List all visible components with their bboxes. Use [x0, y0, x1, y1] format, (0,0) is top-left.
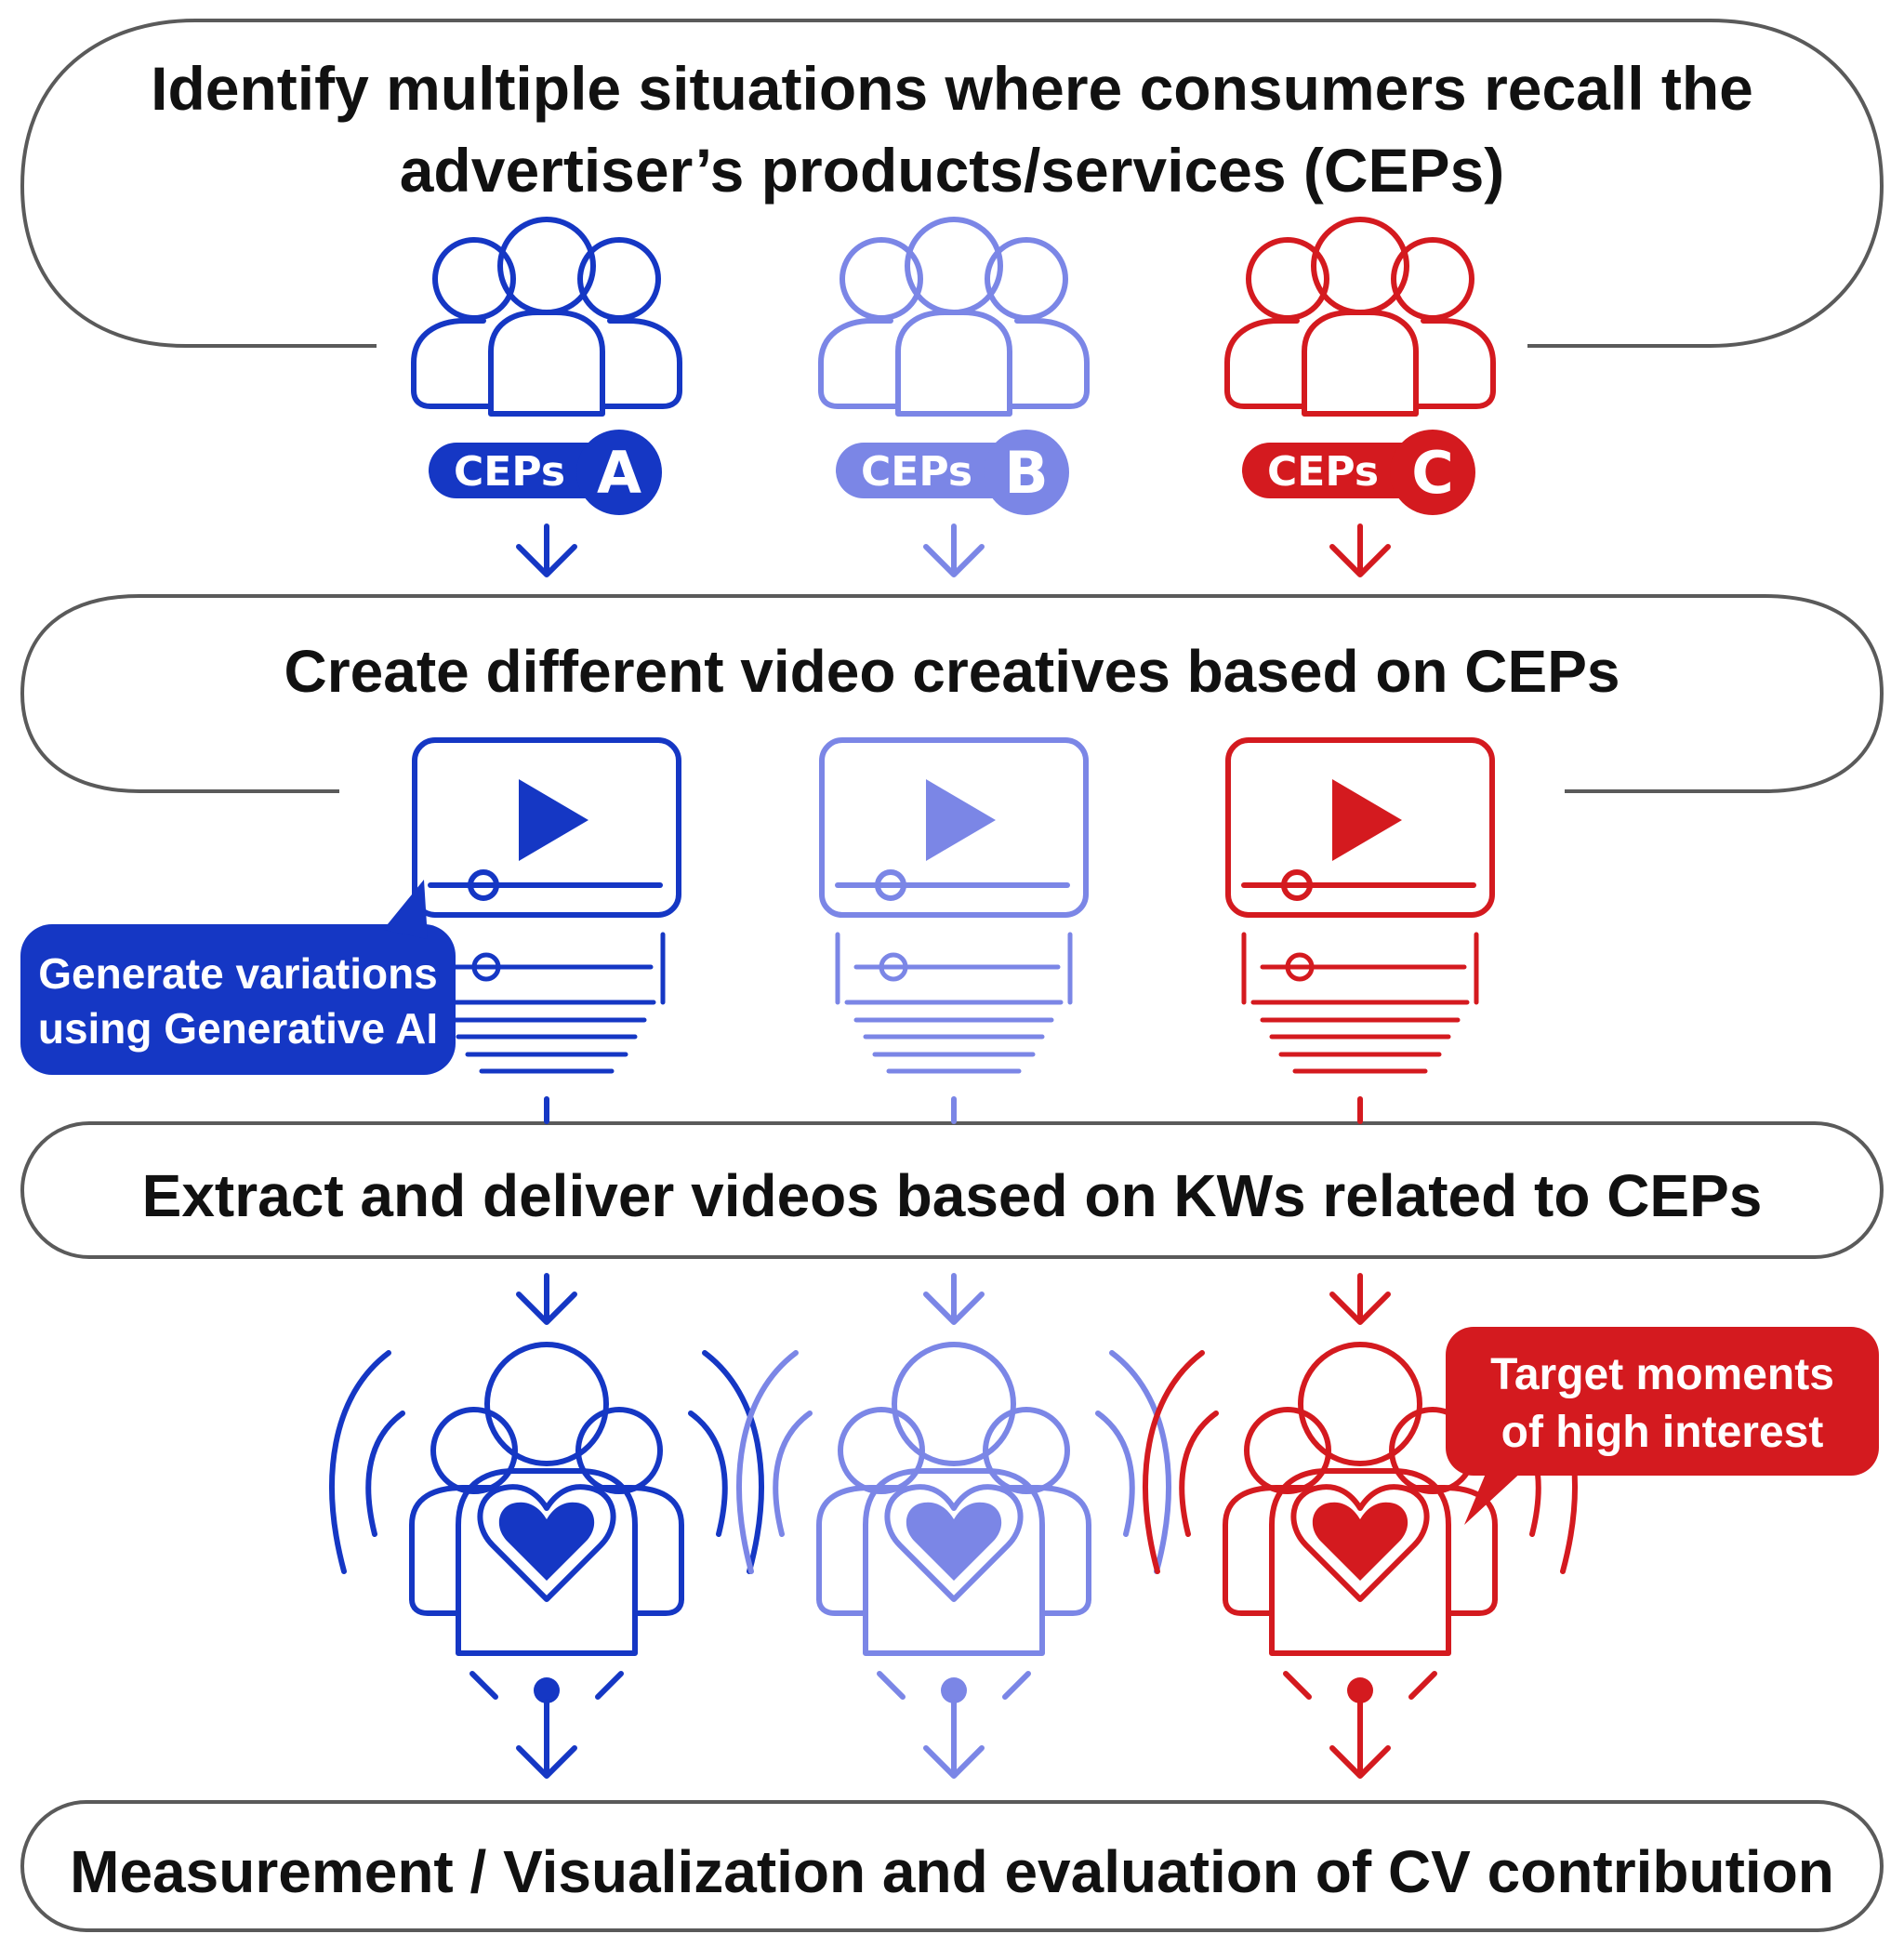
- step4-title: Measurement / Visualization and evaluati…: [70, 1838, 1834, 1905]
- cep-badge-prefix: CEPs: [454, 448, 565, 496]
- step4-container: [20, 1800, 1884, 1932]
- person-heart-icon: [736, 1342, 1171, 1700]
- video-player-icon: [1225, 737, 1495, 918]
- video-variations-stack-icon: [1241, 932, 1479, 1074]
- cep-badge-letter: B: [1004, 439, 1048, 507]
- video-variations-stack-icon: [835, 932, 1073, 1074]
- video-player-icon: [819, 737, 1089, 918]
- arrow-down-icon: [516, 1096, 577, 1325]
- cep-badge-prefix: CEPs: [861, 448, 972, 496]
- arrow-down-icon: [923, 1677, 985, 1779]
- person-heart-icon: [1143, 1342, 1578, 1700]
- step1-container: [20, 19, 1884, 348]
- step3-title: Extract and deliver videos based on KWs …: [142, 1162, 1763, 1229]
- step1-title-line2: advertiser’s products/services (CEPs): [400, 136, 1505, 205]
- cep-badge-letter: A: [597, 439, 641, 507]
- video-player-icon: [412, 737, 681, 918]
- cep-badge: CEPs A: [429, 430, 662, 515]
- arrow-down-icon: [1329, 523, 1391, 577]
- callout-generative-ai-line2: using Generative AI: [38, 1004, 438, 1053]
- callout-target-moments-line1: Target moments: [1490, 1350, 1834, 1399]
- people-group-icon: [1224, 217, 1496, 417]
- column-cep-c: CEPs C: [1143, 217, 1578, 1779]
- cep-badge: CEPs B: [836, 430, 1069, 515]
- arrow-down-icon: [516, 523, 577, 577]
- arrow-down-icon: [923, 523, 985, 577]
- callout-generative-ai-line1: Generate variations: [38, 949, 438, 998]
- callout-target-moments: Target moments of high interest: [1446, 1327, 1879, 1525]
- person-heart-icon: [329, 1342, 764, 1700]
- column-cep-b: CEPs B: [736, 217, 1171, 1779]
- step2-container: [20, 594, 1884, 793]
- arrow-down-icon: [1329, 1677, 1391, 1779]
- arrow-down-icon: [923, 1096, 985, 1325]
- cep-badge-prefix: CEPs: [1267, 448, 1379, 496]
- people-group-icon: [411, 217, 682, 417]
- arrow-down-icon: [516, 1677, 577, 1779]
- people-group-icon: [818, 217, 1090, 417]
- column-cep-a: CEPs A: [329, 217, 764, 1779]
- callout-target-moments-line2: of high interest: [1501, 1408, 1824, 1457]
- callout-generative-ai: Generate variations using Generative AI: [20, 880, 456, 1075]
- cep-badge-letter: C: [1411, 439, 1454, 507]
- arrow-down-icon: [1329, 1096, 1391, 1325]
- cep-badge: CEPs C: [1242, 430, 1475, 515]
- step2-title: Create different video creatives based o…: [284, 638, 1620, 705]
- step1-title-line1: Identify multiple situations where consu…: [151, 54, 1753, 123]
- video-variations-stack-icon: [428, 932, 666, 1074]
